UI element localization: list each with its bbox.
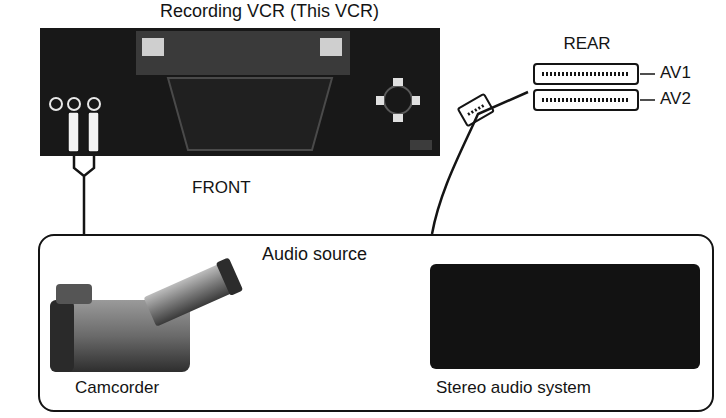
device-label: Stereo audio system	[436, 378, 591, 398]
viewfinder	[56, 284, 92, 304]
scart-pins	[542, 98, 630, 102]
audio-source-box: Camcorder Stereo audio system Audio source	[38, 234, 714, 412]
vcr-unit: Recording VCR (This VCR)	[40, 28, 440, 156]
stereo-audio-system: Stereo audio system	[430, 264, 706, 408]
stereo-system	[430, 264, 700, 369]
foot-panel	[410, 140, 432, 150]
scart-socket	[534, 90, 638, 110]
cable	[74, 156, 94, 234]
button	[393, 78, 403, 86]
button	[412, 96, 420, 105]
camcorder-strap	[50, 300, 74, 372]
cassette-door	[168, 78, 332, 150]
panel-label: FRONT	[192, 178, 251, 198]
lens-cap	[216, 257, 243, 296]
front-jack	[88, 98, 100, 110]
group-heading: Audio source	[262, 244, 367, 265]
leader-line	[640, 73, 655, 75]
rca-plug	[68, 112, 79, 152]
control-pad	[384, 86, 412, 114]
leader-line	[640, 99, 655, 101]
device-label: Camcorder	[75, 378, 159, 398]
tape-window	[320, 38, 342, 56]
camcorder-lens	[143, 257, 244, 328]
button	[393, 114, 403, 122]
front-jack	[68, 98, 80, 110]
scart-pins	[542, 72, 630, 76]
socket-label: AV2	[660, 89, 691, 109]
front-jack	[50, 98, 62, 110]
button	[376, 96, 384, 105]
vcr-body	[40, 28, 440, 156]
camcorder: Camcorder	[44, 272, 244, 408]
cassette-slot	[136, 31, 350, 75]
scart-socket	[534, 64, 638, 84]
socket-label: AV1	[660, 63, 691, 83]
panel-label: REAR	[563, 34, 610, 54]
cable	[432, 92, 528, 234]
rca-plug	[88, 112, 99, 152]
rear-panel: REAR	[528, 30, 646, 116]
tape-window	[142, 38, 164, 56]
lens-barrel	[143, 263, 233, 326]
device-title: Recording VCR (This VCR)	[160, 1, 379, 22]
